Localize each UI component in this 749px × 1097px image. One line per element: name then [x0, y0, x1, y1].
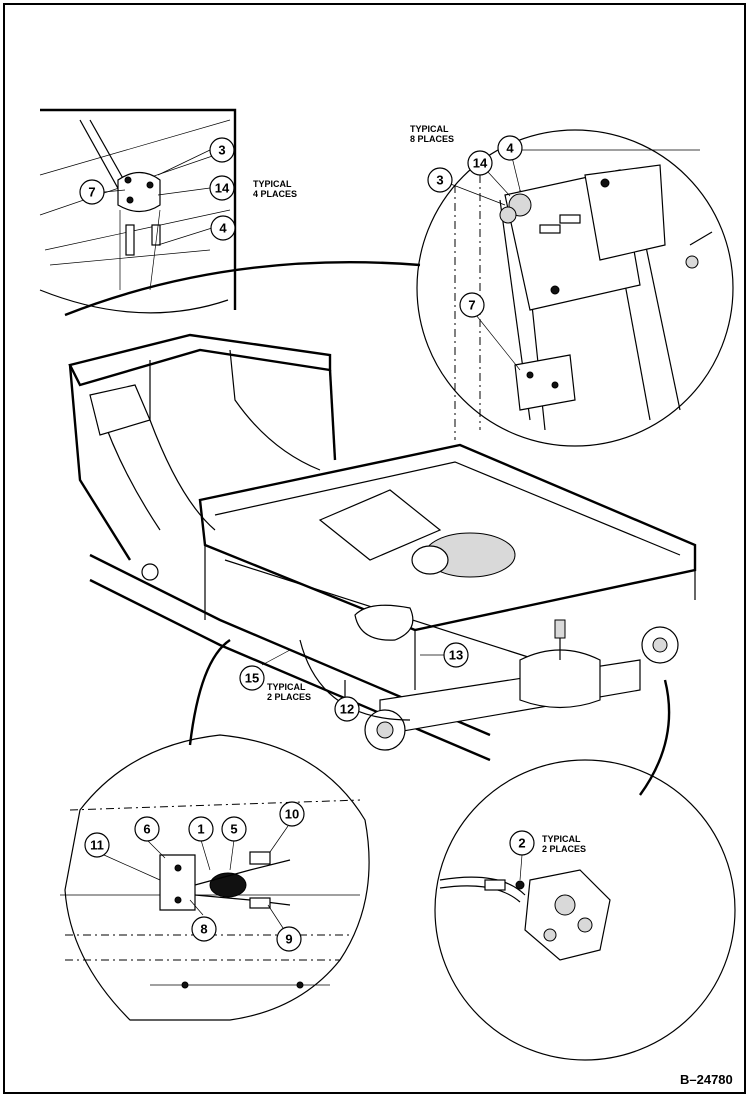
svg-text:3: 3 — [218, 143, 225, 158]
note-br-line1: TYPICAL — [542, 834, 581, 844]
svg-text:1: 1 — [197, 822, 204, 837]
svg-text:6: 6 — [143, 822, 150, 837]
connector-bottom-right — [639, 679, 671, 796]
callout-tl-14: 14 — [209, 175, 235, 201]
svg-text:7: 7 — [88, 185, 95, 200]
note-tr-line2: 8 PLACES — [410, 134, 454, 144]
svg-text:10: 10 — [285, 807, 299, 822]
svg-text:14: 14 — [473, 156, 488, 171]
svg-text:2: 2 — [518, 836, 525, 851]
detail-bottom-right — [434, 759, 736, 1061]
detail-bottom-left — [60, 734, 370, 1021]
callout-tr-14: 14 — [467, 150, 493, 176]
svg-text:4: 4 — [219, 221, 227, 236]
detail-top-left — [39, 108, 237, 314]
page-border — [3, 3, 746, 1094]
callout-m-15: 15 — [239, 665, 265, 691]
callout-tr-7: 7 — [459, 292, 485, 318]
callout-m-12: 12 — [334, 696, 360, 722]
callout-bl-11: 11 — [84, 832, 110, 858]
svg-text:3: 3 — [436, 173, 443, 188]
callouts: 3 7 14 4 4 14 3 7 13 15 12 10 6 1 5 11 8… — [79, 135, 535, 952]
detail-top-right — [416, 129, 734, 447]
svg-text:11: 11 — [90, 838, 104, 853]
callout-tr-3: 3 — [427, 167, 453, 193]
svg-text:14: 14 — [215, 181, 230, 196]
svg-text:13: 13 — [449, 648, 463, 663]
callout-bl-10: 10 — [279, 801, 305, 827]
note-tl-line1: TYPICAL — [253, 179, 292, 189]
svg-text:9: 9 — [285, 932, 292, 947]
callout-bl-8: 8 — [191, 916, 217, 942]
callout-bl-9: 9 — [276, 926, 302, 952]
main-chassis — [68, 333, 697, 762]
connector-top-left — [64, 261, 421, 317]
typical-notes: TYPICAL 4 PLACES TYPICAL 8 PLACES TYPICA… — [253, 124, 586, 854]
note-tr-line1: TYPICAL — [410, 124, 449, 134]
callout-bl-6: 6 — [134, 816, 160, 842]
note-m-line2: 2 PLACES — [267, 692, 311, 702]
callout-br-2: 2 — [509, 830, 535, 856]
svg-text:4: 4 — [506, 141, 514, 156]
callout-m-13: 13 — [443, 642, 469, 668]
callout-tl-7: 7 — [79, 179, 105, 205]
note-m-line1: TYPICAL — [267, 682, 306, 692]
note-tl-line2: 4 PLACES — [253, 189, 297, 199]
figure-id: B–24780 — [680, 1072, 733, 1087]
callout-tl-3: 3 — [209, 137, 235, 163]
callout-bl-5: 5 — [221, 816, 247, 842]
svg-text:5: 5 — [230, 822, 237, 837]
svg-text:7: 7 — [468, 298, 475, 313]
connector-bottom-left — [188, 639, 231, 746]
callout-tr-4: 4 — [497, 135, 523, 161]
svg-text:12: 12 — [340, 702, 354, 717]
callout-bl-1: 1 — [188, 816, 214, 842]
svg-text:8: 8 — [200, 922, 207, 937]
svg-text:15: 15 — [245, 671, 259, 686]
callout-tl-4: 4 — [210, 215, 236, 241]
note-br-line2: 2 PLACES — [542, 844, 586, 854]
